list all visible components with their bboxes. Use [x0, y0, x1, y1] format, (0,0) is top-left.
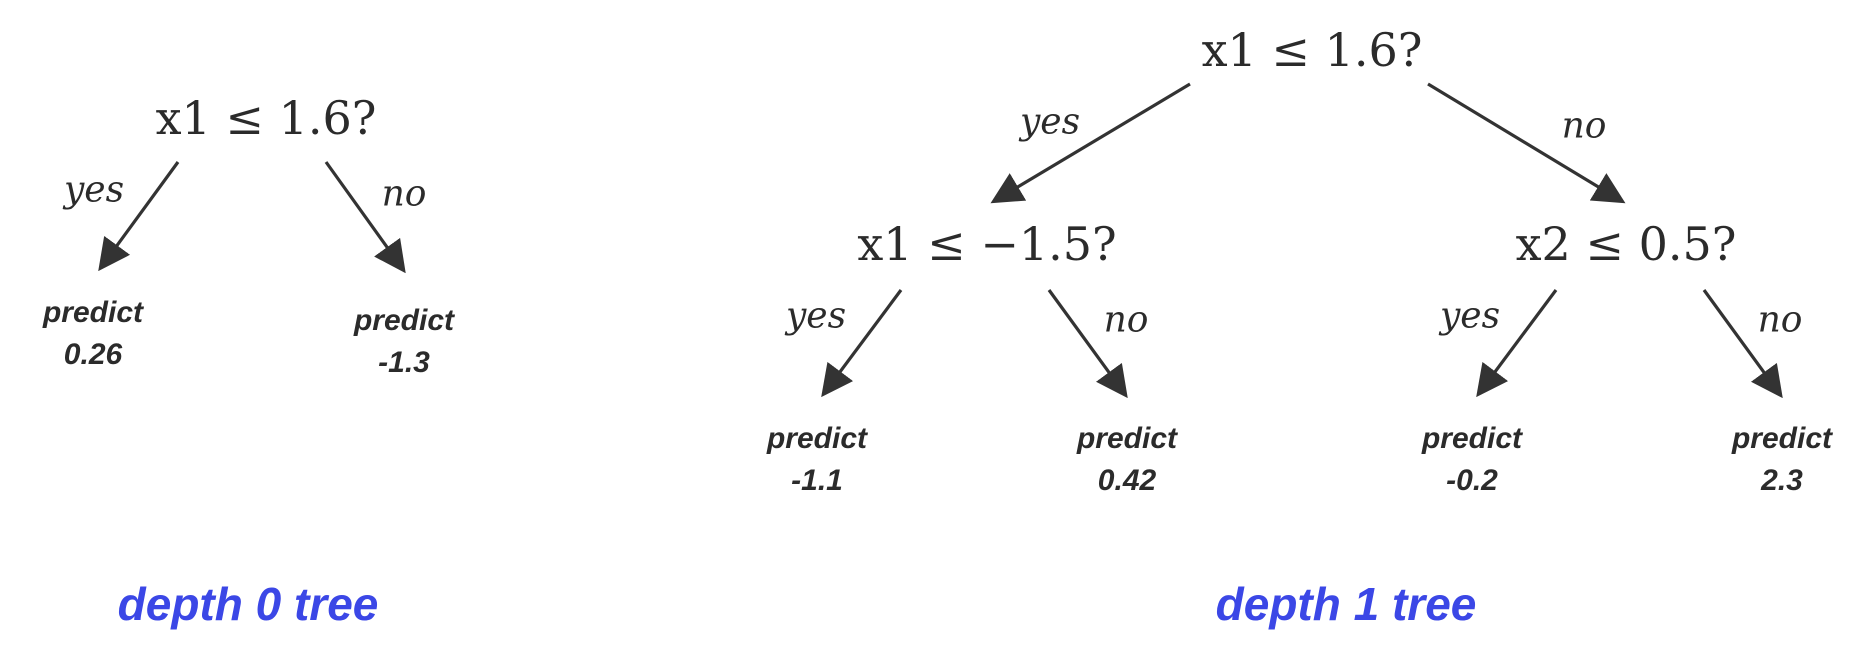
leaf-label: predict: [1731, 422, 1833, 455]
arrow-d1-root-yes: [990, 82, 1191, 204]
leaf-label: predict: [766, 422, 868, 455]
d1-root-branch-yes: yes: [1019, 101, 1081, 143]
d1-caption: depth 1 tree: [1215, 578, 1477, 630]
leaf-value: -0.2: [1446, 464, 1498, 497]
leaf-value: 0.26: [63, 338, 123, 371]
arrow-d1-left-yes: [821, 289, 903, 398]
arrow-d1-right-no: [1702, 289, 1783, 399]
d1-left-condition: x1 ≤ −1.5?: [857, 217, 1117, 271]
d1-left-branch-no: no: [1103, 299, 1149, 341]
leaf-value: -1.1: [791, 464, 843, 497]
d1-left-branch-yes: yes: [785, 295, 847, 337]
d0-branch-yes: yes: [63, 169, 125, 211]
arrow-d1-right-yes: [1476, 289, 1558, 398]
leaf-value: 0.42: [1097, 464, 1157, 497]
leaf-value: 2.3: [1761, 464, 1803, 497]
leaf-value: -1.3: [378, 346, 430, 379]
d1-leaf-3: predict -0.2: [1422, 418, 1522, 502]
leaf-label: predict: [1421, 422, 1523, 455]
d0-leaf-left: predict 0.26: [43, 292, 143, 376]
d0-leaf-right: predict -1.3: [354, 300, 454, 384]
arrow-d1-left-no: [1047, 289, 1128, 399]
d1-root-branch-no: no: [1561, 105, 1607, 147]
d1-right-branch-no: no: [1757, 299, 1803, 341]
d1-leaf-1: predict -1.1: [767, 418, 867, 502]
leaf-label: predict: [353, 304, 455, 337]
arrow-d0-no: [324, 161, 406, 274]
d1-right-condition: x2 ≤ 0.5?: [1515, 217, 1737, 271]
leaf-label: predict: [1076, 422, 1178, 455]
d1-right-branch-yes: yes: [1439, 295, 1501, 337]
arrow-d1-root-no: [1427, 82, 1626, 204]
arrow-d0-yes: [98, 161, 180, 272]
d0-branch-no: no: [381, 173, 427, 215]
d1-leaf-2: predict 0.42: [1077, 418, 1177, 502]
d1-leaf-4: predict 2.3: [1732, 418, 1832, 502]
d1-root-condition: x1 ≤ 1.6?: [1201, 23, 1423, 77]
d0-root-condition: x1 ≤ 1.6?: [155, 91, 377, 145]
d0-caption: depth 0 tree: [117, 578, 379, 630]
leaf-label: predict: [42, 296, 144, 329]
